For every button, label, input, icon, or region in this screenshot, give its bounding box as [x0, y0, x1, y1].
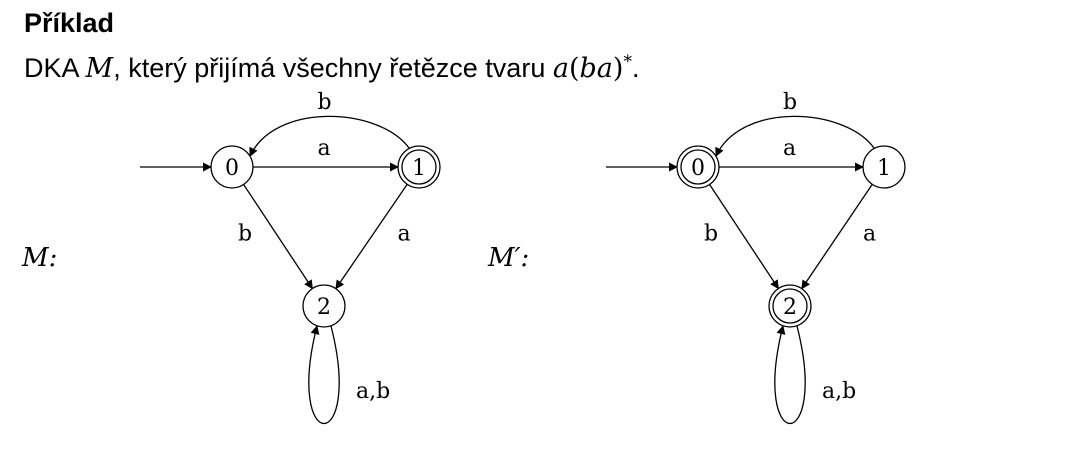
slide-subtitle: DKA M, který přijímá všechny řetězce tva…	[24, 52, 640, 84]
subtitle-text: DKA	[24, 53, 86, 83]
machine-name: M	[85, 53, 114, 84]
subtitle-text-3: .	[631, 53, 640, 83]
automaton-0-transition-1-0-edge	[249, 115, 410, 157]
automaton-0-transition-0-1-label: a	[318, 136, 331, 161]
automaton-0-state-1-accepting-ring	[401, 149, 437, 185]
automaton-0-name-label: M:	[21, 243, 57, 273]
automaton-1-state-2: 2	[768, 284, 812, 328]
automaton-0-state-2-label: 2	[317, 295, 331, 320]
slide-heading: Příklad	[24, 8, 115, 38]
automaton-1-transition-0-2-label: b	[704, 222, 718, 247]
automaton-1-transition-0-1-label: a	[783, 136, 796, 161]
automaton-1-transition-1-0-edge	[715, 115, 875, 157]
automaton-0-state-2-circle	[302, 284, 346, 328]
automaton-1-state-2-circle	[768, 284, 812, 328]
automaton-0-transition-0-2-label: b	[238, 222, 252, 247]
automaton-1-state-0-accepting-ring	[680, 149, 716, 185]
automaton-1-state-0-circle	[676, 145, 720, 189]
automaton-1-transition-2-2-edge	[774, 325, 806, 424]
automaton-1-transition-1-2-edge	[801, 184, 873, 290]
subtitle-text-2: , který přijímá všechny řetězce tvaru	[113, 53, 553, 83]
automaton-1-state-1: 1	[862, 145, 906, 189]
automaton-1-transition-2-2-label: a,b	[822, 379, 856, 404]
automaton-1-state-2-label: 2	[783, 295, 797, 320]
automaton-1-state-0: 0	[676, 145, 720, 189]
automaton-0-transition-0-2-edge	[243, 184, 313, 290]
automaton-1-state-2-accepting-ring	[772, 288, 808, 324]
automaton-1-name-label: M′:	[487, 243, 529, 273]
automaton-0-transition-1-2-label: a	[398, 222, 411, 247]
automaton-0-state-1-label: 1	[412, 156, 426, 181]
automaton-1-state-0-label: 0	[691, 156, 705, 181]
automaton-0-state-0: 0	[210, 145, 254, 189]
automaton-1-transition-1-0-label: b	[783, 90, 797, 115]
automaton-0-state-0-label: 0	[225, 156, 239, 181]
automaton-1-state-1-circle	[862, 145, 906, 189]
automaton-0-state-0-circle	[210, 145, 254, 189]
automaton-0-transition-2-2-label: a,b	[356, 379, 390, 404]
automaton-1-transition-0-2-edge	[709, 184, 779, 290]
automaton-1-state-1-label: 1	[877, 156, 891, 181]
automaton-0-state-1-circle	[397, 145, 441, 189]
automaton-0-transition-1-2-edge	[335, 183, 408, 290]
automaton-0-transition-2-2-edge	[308, 325, 340, 424]
automaton-0-state-2: 2	[302, 284, 346, 328]
regex-expression: a(ba)*	[552, 52, 632, 84]
automaton-0-transition-1-0-label: b	[318, 90, 332, 115]
automaton-0-state-1: 1	[397, 145, 441, 189]
automaton-1-transition-1-2-label: a	[863, 222, 876, 247]
